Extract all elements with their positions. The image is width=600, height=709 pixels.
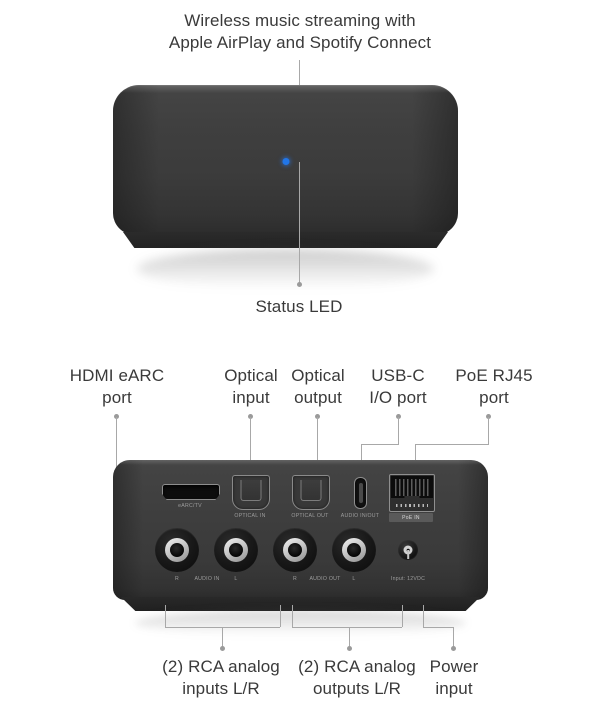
leader-line-usbc-seg1 [398, 417, 399, 444]
rca-out-r-shape [273, 528, 317, 572]
hdmi-port[interactable]: eARC/TV [162, 484, 220, 509]
device-front-view [113, 85, 458, 289]
optical-in-door [240, 480, 262, 501]
device-rear-reflection [135, 610, 466, 636]
power-input-label: Input: 12VDC [390, 576, 426, 582]
leader-line-usbc-seg2 [361, 444, 399, 445]
rca-audio-out-l-jack[interactable]: L [332, 528, 376, 582]
leader-line-power-seg3 [453, 627, 454, 647]
bracket-rca-out-left [292, 605, 293, 627]
bracket-rca-out-right [402, 605, 403, 627]
leader-line-poe-seg1 [488, 417, 489, 444]
leader-line-power-seg2 [423, 627, 453, 628]
leader-dot-rca-out [347, 646, 352, 651]
leader-line-status-led [299, 162, 300, 284]
device-front-reflection [137, 249, 434, 289]
device-rear-foot [121, 597, 480, 611]
power-jack-stem [407, 550, 409, 560]
optical-out-port-shape [292, 475, 330, 510]
optical-in-port-label: OPTICAL IN [234, 513, 266, 519]
bracket-rca-out-top [292, 627, 402, 628]
power-input-jack-shape [398, 540, 418, 560]
callout-rca-analog-inputs: (2) RCA analog inputs L/R [162, 657, 280, 699]
optical-out-port-label: OPTICAL OUT [291, 513, 329, 519]
usbc-tongue [358, 483, 363, 503]
rca-audio-in-group-label: AUDIO IN [194, 576, 220, 582]
callout-status-led: Status LED [255, 297, 343, 316]
leader-dot-poe [486, 414, 491, 419]
leader-dot-rca-in [220, 646, 225, 651]
hdmi-port-label: eARC/TV [178, 503, 202, 509]
leader-line-usbc-seg3 [361, 444, 362, 466]
rca-in-l-label: L [234, 576, 238, 582]
leader-dot-usbc [396, 414, 401, 419]
leader-dot-power [451, 646, 456, 651]
poe-rj45-port-shape [389, 474, 435, 512]
optical-in-port-shape [232, 475, 270, 510]
bracket-rca-in-left [165, 605, 166, 627]
callout-poe-rj45-port: PoE RJ45 port [455, 366, 533, 408]
usbc-port[interactable]: AUDIO IN/OUT [341, 477, 379, 519]
leader-line-poe-seg2 [415, 444, 489, 445]
power-input-jack[interactable]: Input: 12VDC [391, 540, 425, 582]
rca-in-r-shape [155, 528, 199, 572]
callout-optical-input: Optical input [224, 366, 278, 408]
status-led-indicator [282, 158, 289, 165]
usbc-port-label: AUDIO IN/OUT [340, 513, 380, 519]
usbc-port-shape [354, 477, 367, 509]
device-rear-view: eARC/TV OPTICAL IN OPTICAL OUT AUDIO IN/… [113, 460, 488, 636]
hdmi-port-shape [162, 484, 220, 500]
optical-in-port[interactable]: OPTICAL IN [232, 475, 270, 519]
callout-optical-output: Optical output [291, 366, 345, 408]
leader-dot-optical-out [315, 414, 320, 419]
callout-rca-analog-outputs: (2) RCA analog outputs L/R [298, 657, 416, 699]
leader-line-wireless-streaming [299, 60, 300, 86]
leader-line-poe-seg3 [415, 444, 416, 466]
leader-dot-hdmi [114, 414, 119, 419]
callout-usbc-io-port: USB-C I/O port [369, 366, 427, 408]
leader-dot-optical-in [248, 414, 253, 419]
poe-port-label: PoE IN [402, 514, 420, 521]
optical-out-door [300, 480, 322, 501]
rca-out-r-label: R [293, 576, 297, 582]
device-rear-shade-right [458, 460, 488, 600]
rca-audio-in-l-jack[interactable]: L [214, 528, 258, 582]
rca-in-r-hole [170, 543, 184, 557]
rj45-pins [395, 479, 429, 496]
rca-in-r-label: R [175, 576, 179, 582]
bracket-rca-in-right [280, 605, 281, 627]
rj45-contacts [396, 504, 428, 507]
rca-in-l-hole [229, 543, 243, 557]
leader-line-optical-in [250, 417, 251, 465]
leader-line-optical-out [317, 417, 318, 465]
power-jack-pin [406, 548, 410, 552]
bracket-rca-out-stem [349, 627, 350, 647]
device-rear-top-edge [118, 460, 483, 465]
rca-out-l-hole [347, 543, 361, 557]
optical-out-port[interactable]: OPTICAL OUT [291, 475, 330, 519]
callout-hdmi-earc-port: HDMI eARC port [69, 366, 165, 408]
rca-in-l-shape [214, 528, 258, 572]
rca-audio-out-r-jack[interactable]: R [273, 528, 317, 582]
rca-out-l-shape [332, 528, 376, 572]
leader-line-power-seg1 [423, 605, 424, 627]
callout-power-input: Power input [429, 657, 479, 699]
callout-wireless-streaming: Wireless music streaming with Apple AirP… [168, 11, 432, 53]
rca-out-r-hole [288, 543, 302, 557]
leader-dot-status-led [297, 282, 302, 287]
rca-out-l-label: L [352, 576, 356, 582]
device-front-foot [123, 232, 448, 248]
bracket-rca-in-stem [222, 627, 223, 647]
rca-audio-out-group-label: AUDIO OUT [309, 576, 341, 582]
device-rear-shade-left [113, 460, 143, 600]
rca-audio-in-r-jack[interactable]: R [155, 528, 199, 582]
leader-line-hdmi-seg1 [116, 417, 117, 470]
poe-rj45-port[interactable]: PoE IN [389, 474, 435, 522]
poe-label-plate: PoE IN [389, 513, 433, 522]
